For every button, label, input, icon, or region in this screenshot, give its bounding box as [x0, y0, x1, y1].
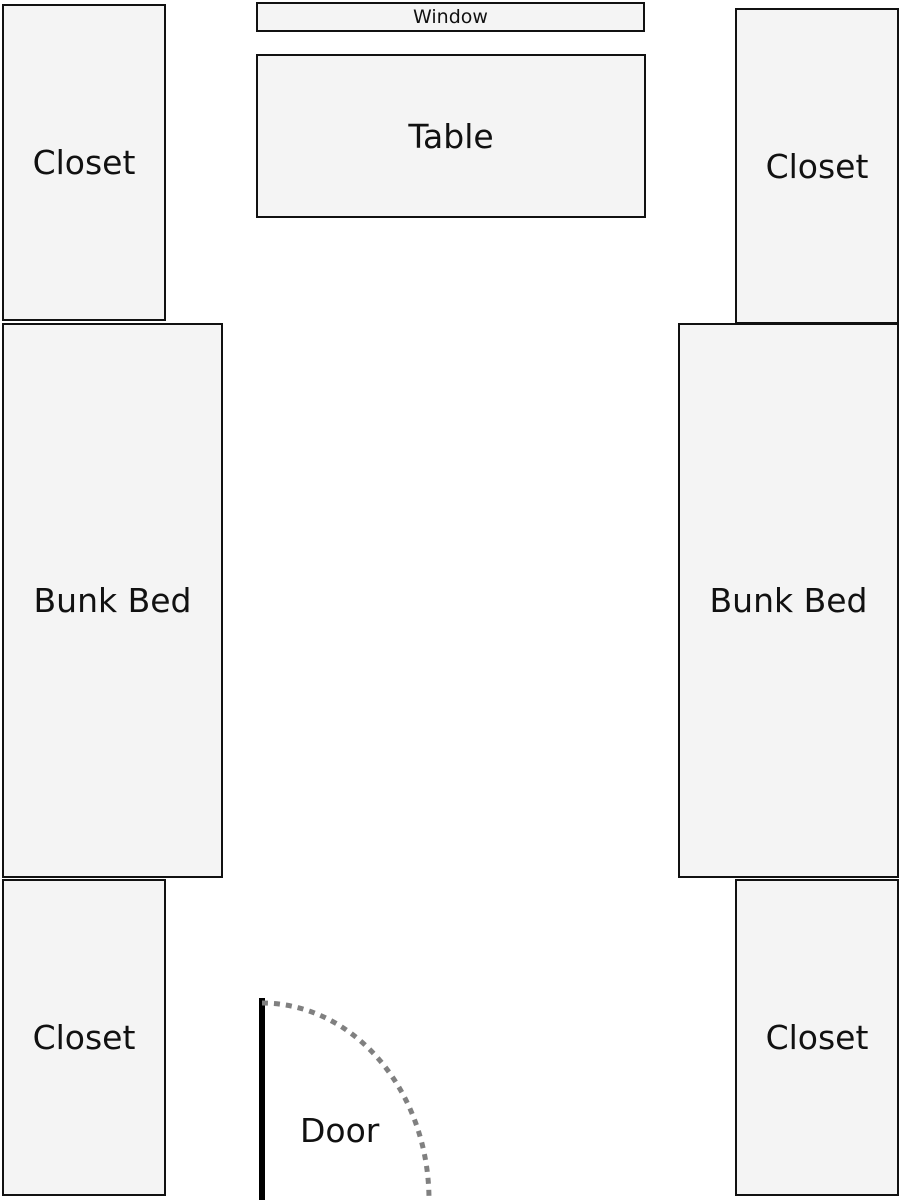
door-label: Door [300, 1111, 380, 1150]
bunk-bed-right: Bunk Bed [678, 323, 899, 878]
closet-label: Closet [765, 146, 869, 186]
window: Window [256, 2, 645, 32]
bunk-bed-label: Bunk Bed [33, 581, 192, 620]
bunk-bed-left: Bunk Bed [2, 323, 223, 878]
table: Table [256, 54, 646, 218]
closet-label: Closet [32, 1018, 136, 1057]
table-label: Table [408, 116, 494, 156]
door-swing-arc [261, 1000, 432, 1200]
closet-bottom-right: Closet [735, 879, 899, 1196]
closet-bottom-left: Closet [2, 879, 166, 1196]
window-label: Window [413, 5, 488, 28]
bunk-bed-label: Bunk Bed [709, 581, 868, 620]
closet-top-left: Closet [2, 4, 166, 321]
closet-label: Closet [765, 1018, 869, 1057]
closet-label: Closet [32, 143, 136, 182]
